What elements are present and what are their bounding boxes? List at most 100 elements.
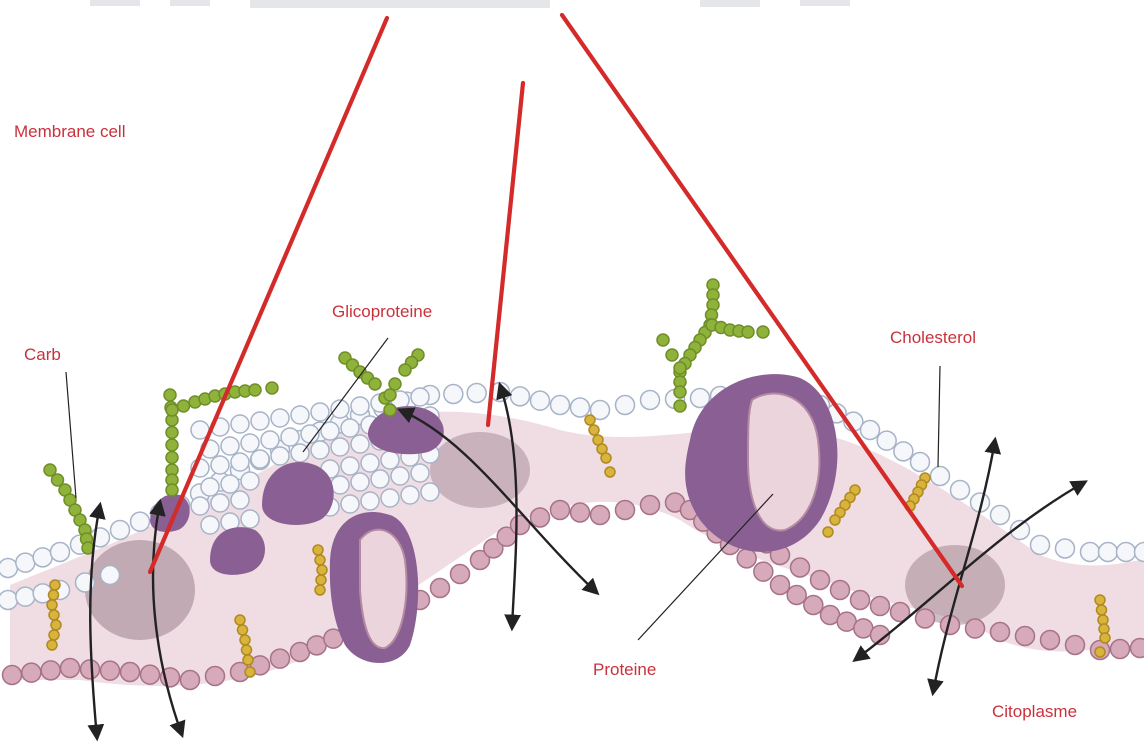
phospholipid-head <box>231 453 249 471</box>
phospholipid-head <box>421 483 439 501</box>
phospholipid-head <box>571 503 590 522</box>
phospholipid-head <box>871 597 890 616</box>
cholesterol-bead <box>601 453 611 463</box>
phospholipid-head <box>531 391 550 410</box>
phospholipid-head <box>241 510 259 528</box>
phospholipid-head <box>811 571 830 590</box>
cholesterol-bead <box>47 640 57 650</box>
phospholipid-head <box>1117 543 1136 562</box>
phospholipid-head <box>431 579 450 598</box>
phospholipid-head <box>41 661 60 680</box>
cholesterol-bead <box>317 565 327 575</box>
sugar-bead <box>399 364 411 376</box>
phospholipid-head <box>467 384 486 403</box>
sugar-bead <box>742 326 754 338</box>
phospholipid-head <box>211 456 229 474</box>
phospholipid-head <box>191 497 209 515</box>
phospholipid-head <box>1135 543 1144 562</box>
phospholipid-head <box>911 453 930 472</box>
phospholipid-head <box>831 581 850 600</box>
phospholipid-head <box>411 388 429 406</box>
phospholipid-head <box>22 663 41 682</box>
cholesterol-bead <box>243 655 253 665</box>
phospholipid-head <box>231 491 249 509</box>
sugar-bead <box>384 404 396 416</box>
cholesterol-bead <box>240 635 250 645</box>
phospholipid-head <box>991 506 1010 525</box>
phospholipid-head <box>351 397 369 415</box>
phospholipid-head <box>1031 536 1050 555</box>
phospholipid-head <box>737 549 756 568</box>
phospholipid-head <box>331 438 349 456</box>
sugar-bead <box>166 439 178 451</box>
cholesterol-bead <box>585 415 595 425</box>
phospholipid-head <box>1041 631 1060 650</box>
sugar-bead <box>389 378 401 390</box>
label-cholesterol: Cholesterol <box>890 328 976 348</box>
cholesterol-bead <box>830 515 840 525</box>
phospholipid-head <box>81 660 100 679</box>
cholesterol-bead <box>605 467 615 477</box>
label-glicoproteine: Glicoproteine <box>332 302 432 322</box>
phospholipid-head <box>1016 627 1035 646</box>
cholesterol-bead <box>235 615 245 625</box>
sugar-bead <box>166 427 178 439</box>
top-scan-marks <box>90 0 850 8</box>
phospholipid-head <box>181 671 200 690</box>
phospholipid-head <box>641 496 660 515</box>
phospholipid-head <box>141 665 160 684</box>
membrane-pore <box>85 540 195 640</box>
phospholipid-head <box>271 649 290 668</box>
phospholipid-head <box>861 421 880 440</box>
phospholipid-head <box>391 467 409 485</box>
sugar-bead <box>757 326 769 338</box>
cholesterol-bead <box>1095 595 1105 605</box>
phospholipid-head <box>791 558 810 577</box>
phospholipid-head <box>851 591 870 610</box>
phospholipid-head <box>411 464 429 482</box>
phospholipid-head <box>251 412 269 430</box>
phospholipid-head <box>331 476 349 494</box>
phospholipid-head <box>616 501 635 520</box>
sugar-bead <box>384 389 396 401</box>
cholesterol-bead <box>245 667 255 677</box>
phospholipid-head <box>341 419 359 437</box>
phospholipid-head <box>591 506 610 525</box>
cholesterol-bead <box>315 585 325 595</box>
phospholipid-head <box>551 501 570 520</box>
phospholipid-head <box>1066 636 1085 655</box>
phospholipid-head <box>33 548 52 567</box>
phospholipid-head <box>101 566 120 585</box>
phospholipid-head <box>451 565 470 584</box>
sugar-bead <box>674 400 686 412</box>
phospholipid-head <box>877 431 896 450</box>
cholesterol-bead <box>823 527 833 537</box>
cholesterol-bead <box>49 610 59 620</box>
phospholipid-head <box>311 441 329 459</box>
phospholipid-head <box>531 508 550 527</box>
cholesterol-bead <box>51 620 61 630</box>
phospholipid-head <box>361 454 379 472</box>
sugar-bead <box>674 362 686 374</box>
phospholipid-head <box>351 435 369 453</box>
phospholipid-head <box>101 661 120 680</box>
phospholipid-head <box>616 396 635 415</box>
cholesterol-bead <box>313 545 323 555</box>
phospholipid-head <box>271 409 289 427</box>
phospholipid-head <box>966 619 985 638</box>
phospholipid-head <box>1081 543 1100 562</box>
label-membrane-cell: Membrane cell <box>14 122 126 142</box>
phospholipid-head <box>916 609 935 628</box>
sugar-bead <box>666 349 678 361</box>
phospholipid-head <box>804 596 823 615</box>
phospholipid-head <box>951 481 970 500</box>
phospholipid-head <box>0 591 18 610</box>
cholesterol-bead <box>1095 647 1105 657</box>
cholesterol-bead <box>49 630 59 640</box>
phospholipid-head <box>221 437 239 455</box>
phospholipid-head <box>281 428 299 446</box>
phospholipid-head <box>401 486 419 504</box>
phospholipid-head <box>211 494 229 512</box>
phospholipid-head <box>201 516 219 534</box>
